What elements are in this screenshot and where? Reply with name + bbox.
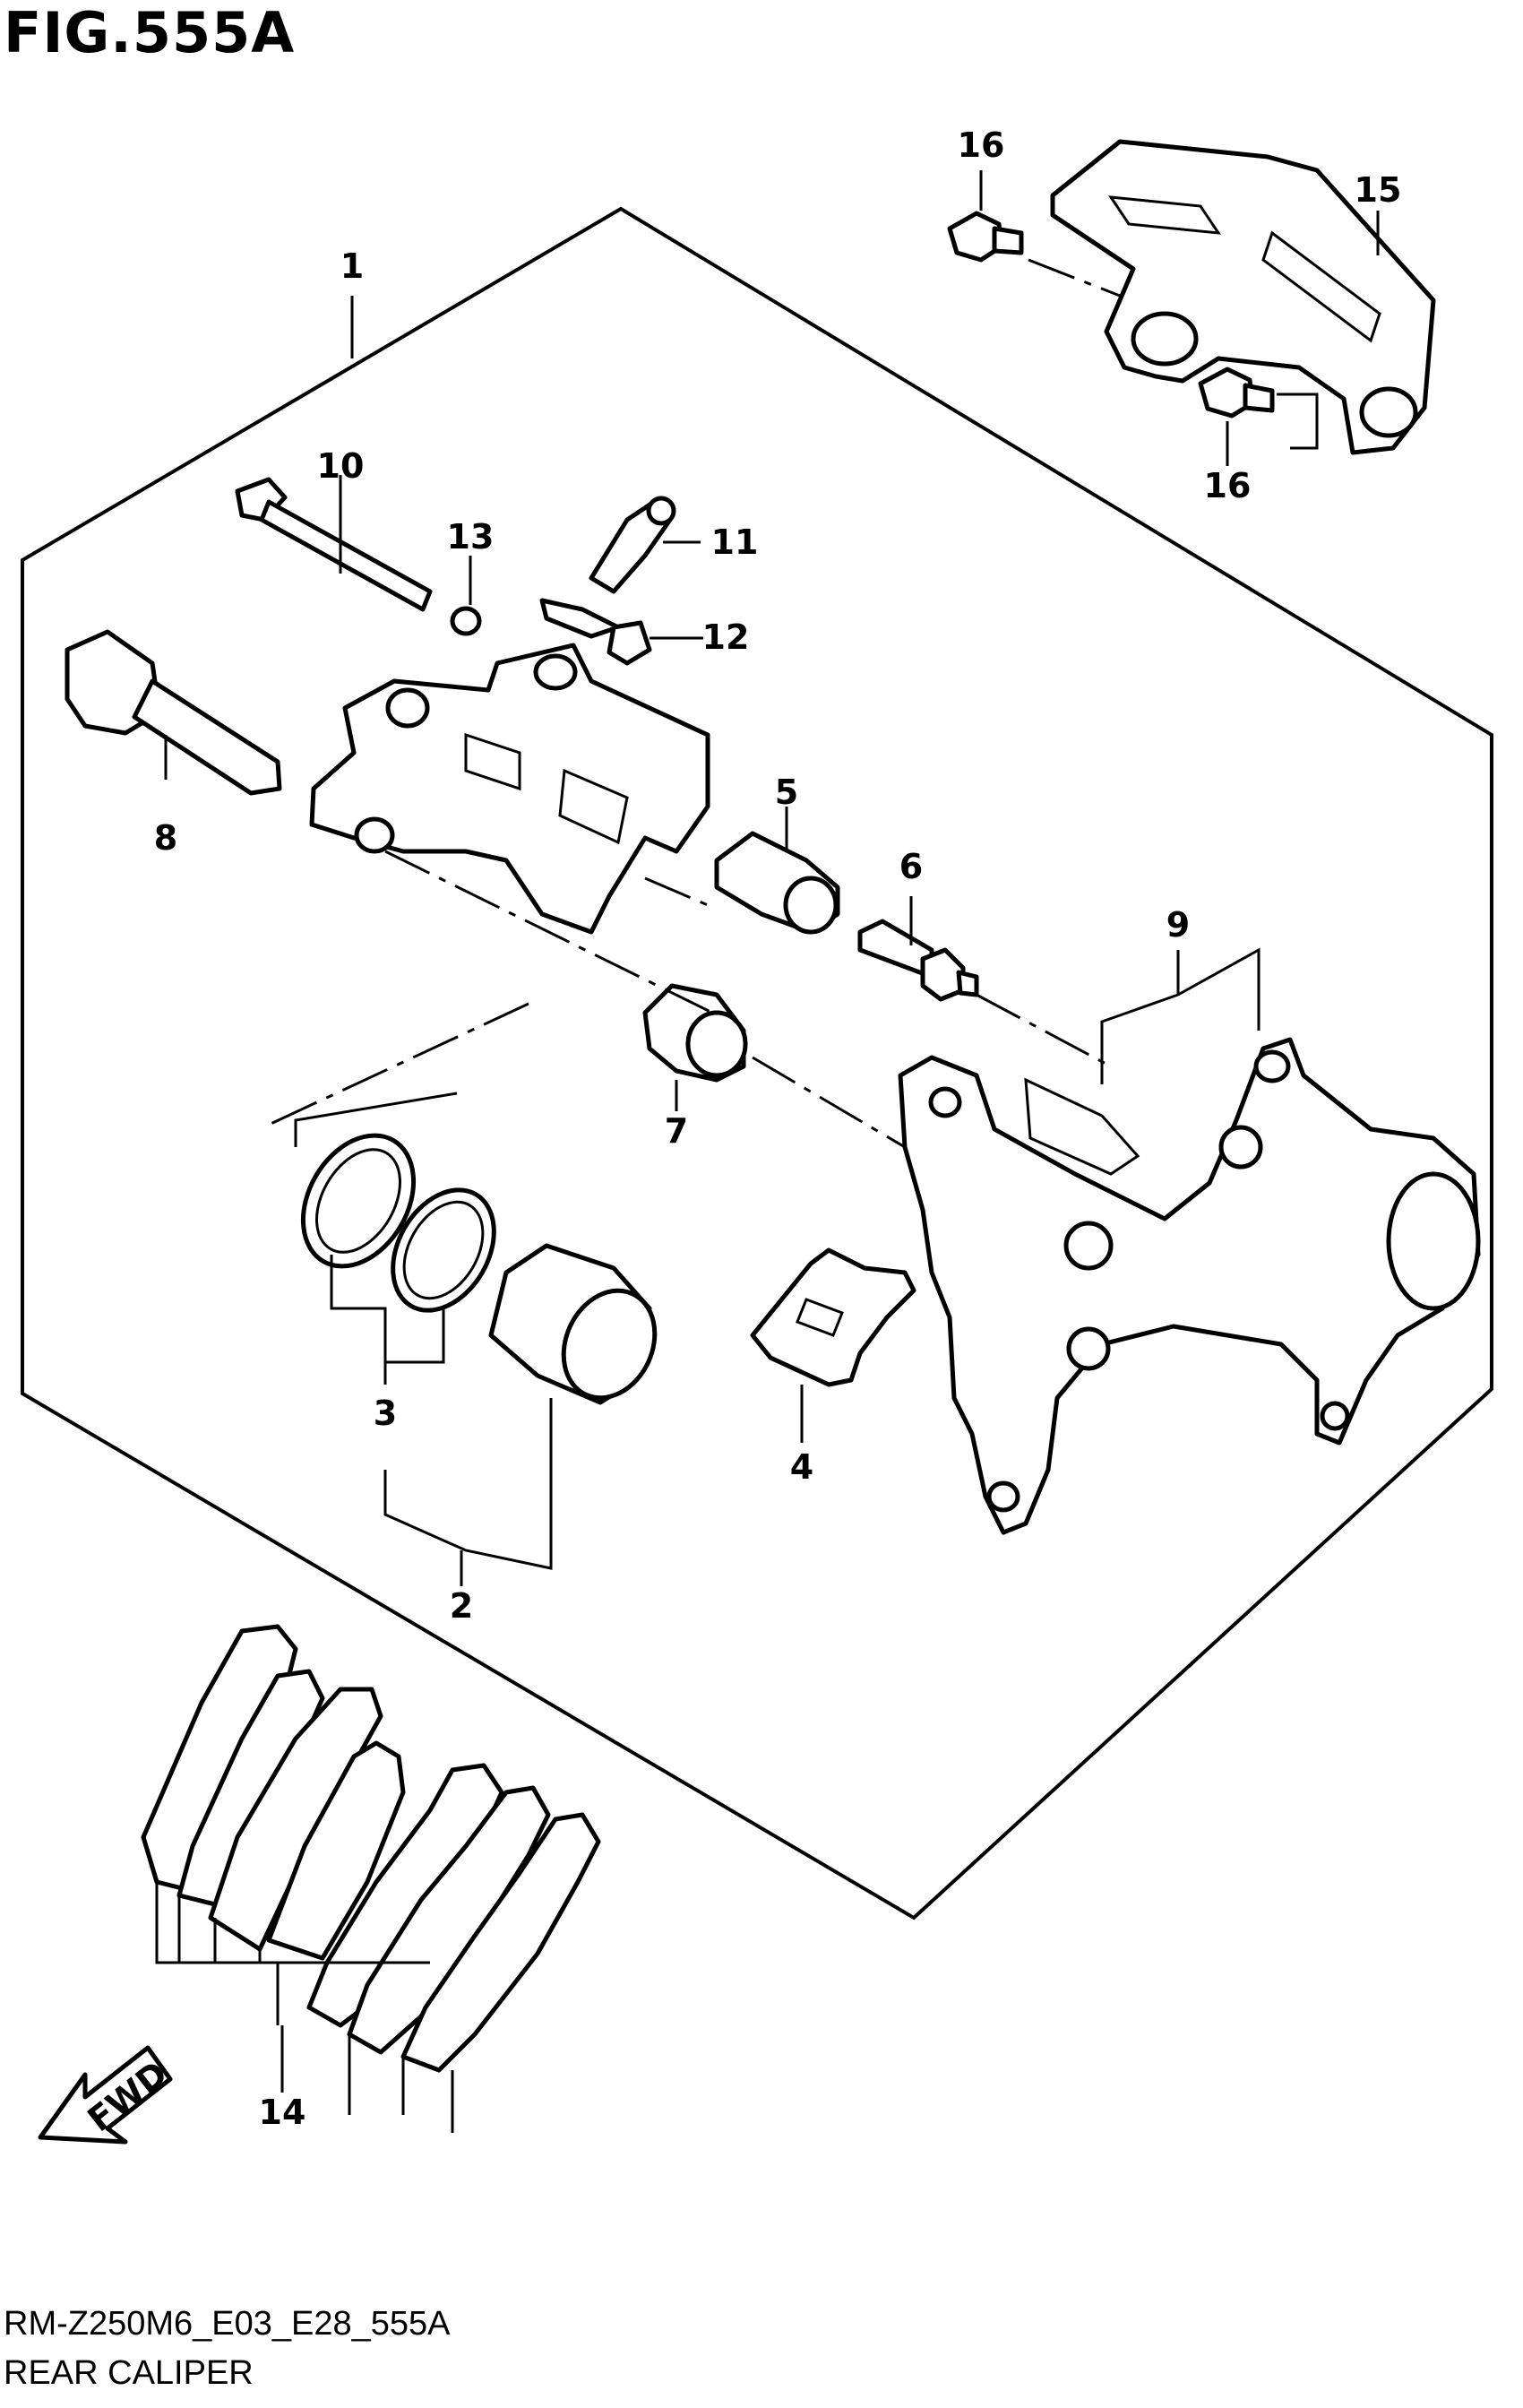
callout-13: 13	[447, 517, 495, 557]
figure-title: FIG.555A	[4, 0, 296, 65]
callout-9: 9	[1166, 905, 1190, 945]
callout-11: 11	[711, 522, 759, 562]
callout-7: 7	[665, 1111, 688, 1151]
callout-16-lower: 16	[1204, 466, 1252, 505]
part-14-pad-outer[interactable]	[306, 1763, 601, 2073]
callout-1: 1	[340, 246, 364, 286]
callout-15: 15	[1355, 170, 1402, 210]
part-3-seal-inner[interactable]	[373, 1172, 515, 1329]
callout-12: 12	[702, 617, 750, 657]
callout-5: 5	[775, 772, 798, 812]
arrow-down-left-icon	[38, 2045, 173, 2145]
callout-3: 3	[374, 1394, 397, 1433]
figure-code: RM-Z250M6_E03_E28_555A	[4, 2305, 451, 2343]
fwd-marker: FWD	[38, 2045, 175, 2145]
callout-10: 10	[317, 446, 365, 486]
part-1-caliper-body[interactable]	[309, 643, 710, 935]
part-13-oring[interactable]	[450, 606, 482, 636]
part-2-piston[interactable]	[488, 1243, 672, 1412]
callout-2: 2	[450, 1586, 473, 1626]
part-14-pad-inner[interactable]	[141, 1624, 406, 1961]
part-15-bracket[interactable]	[1050, 139, 1436, 455]
callout-4: 4	[790, 1447, 813, 1487]
part-5-bushing[interactable]	[714, 831, 840, 935]
part-9-support[interactable]	[898, 1037, 1481, 1535]
part-12-cap[interactable]	[539, 598, 652, 666]
part-6-pin[interactable]	[857, 919, 979, 1002]
callout-16-upper: 16	[958, 125, 1005, 165]
callout-8: 8	[154, 818, 177, 858]
part-16-bolt-upper[interactable]	[947, 211, 1024, 263]
figure-name: REAR CALIPER	[4, 2354, 254, 2392]
part-11-bleeder[interactable]	[589, 496, 676, 594]
part-3-seal-outer[interactable]	[280, 1116, 435, 1286]
assembly-boundary	[21, 206, 1493, 1920]
callout-6: 6	[899, 847, 923, 886]
callout-14: 14	[259, 2093, 306, 2132]
part-7-boot[interactable]	[642, 983, 748, 1083]
part-8-slide-pin[interactable]	[65, 629, 282, 796]
part-4-pad-spring[interactable]	[750, 1247, 916, 1387]
part-10-pin[interactable]	[235, 477, 433, 612]
part-16-bolt-lower[interactable]	[1198, 367, 1275, 419]
